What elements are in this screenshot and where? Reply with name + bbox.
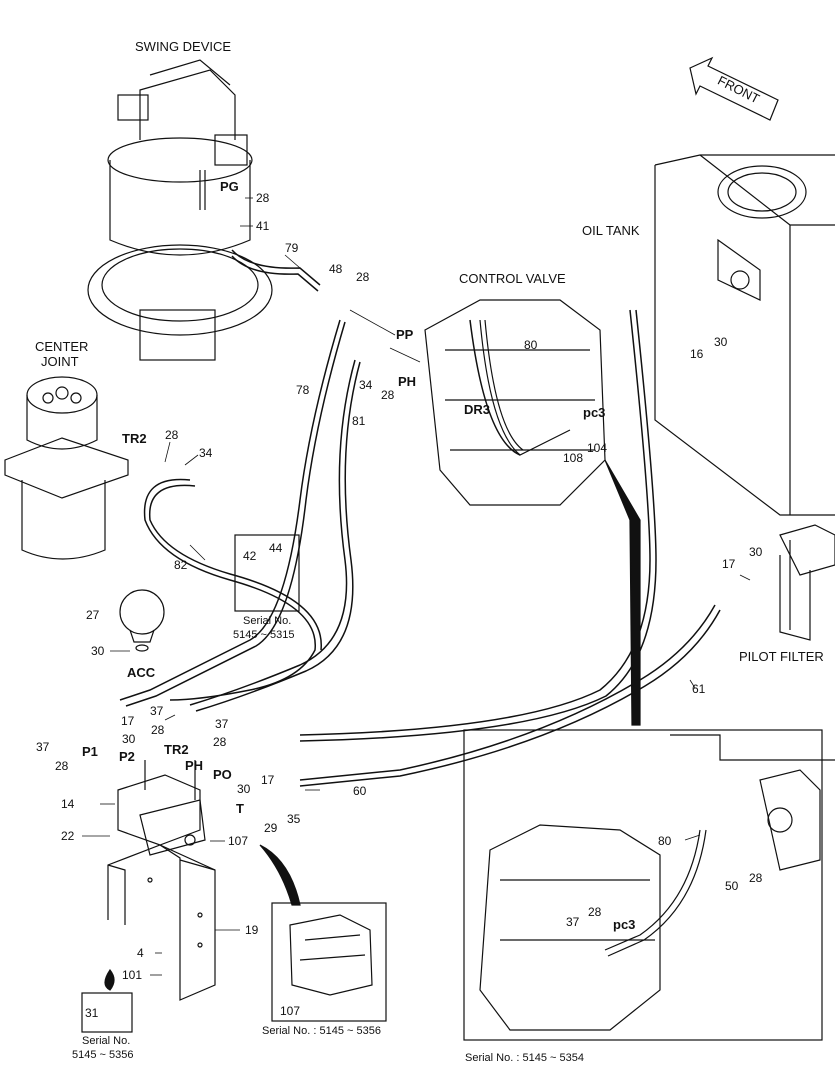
part-41: 41 xyxy=(256,219,270,233)
part-61: 61 xyxy=(692,682,706,696)
valve-serial-note: Serial No. : 5145 ~ 5356 xyxy=(262,1025,381,1037)
part-17: 17 xyxy=(121,714,135,728)
part-16: 16 xyxy=(690,347,704,361)
bolt-serial-range: 5145 ~ 5356 xyxy=(72,1049,134,1061)
bolt-serial-frame xyxy=(81,992,133,1033)
accumulator-drawing xyxy=(119,589,165,652)
part-35: 35 xyxy=(287,812,301,826)
part-30: 30 xyxy=(91,644,105,658)
port-tr2-center-joint: TR2 xyxy=(122,431,147,446)
part-28: 28 xyxy=(256,191,270,205)
part-28: 28 xyxy=(151,723,165,737)
port-pc3: pc3 xyxy=(583,405,606,420)
part-28: 28 xyxy=(55,759,69,773)
part-34: 34 xyxy=(359,378,373,392)
center-joint-title-line1: CENTER xyxy=(35,339,89,354)
bolt-serial-label: Serial No. xyxy=(82,1035,131,1047)
part-27: 27 xyxy=(86,608,100,622)
part-107: 107 xyxy=(280,1004,301,1018)
part-79: 79 xyxy=(285,241,299,255)
port-ph: PH xyxy=(398,374,417,389)
pilot-filter-title: PILOT FILTER xyxy=(739,649,824,664)
inset-serial-note: Serial No. : 5145 ~ 5354 xyxy=(465,1052,584,1064)
inset-block-drawing xyxy=(289,914,373,996)
part-81: 81 xyxy=(352,414,366,428)
part-34: 34 xyxy=(199,446,213,460)
swing-device-drawing xyxy=(87,59,273,361)
front-arrow-icon xyxy=(689,56,779,121)
part-28: 28 xyxy=(213,735,227,749)
part-28: 28 xyxy=(165,428,179,442)
part-107: 107 xyxy=(228,834,249,848)
part-108: 108 xyxy=(563,451,584,465)
part-17: 17 xyxy=(722,557,736,571)
port-pg: PG xyxy=(220,179,239,194)
part-37: 37 xyxy=(215,717,229,731)
part-60: 60 xyxy=(353,784,367,798)
part-101: 101 xyxy=(122,968,143,982)
part-28: 28 xyxy=(588,905,602,919)
part-28: 28 xyxy=(356,270,370,284)
part-22: 22 xyxy=(61,829,75,843)
inset-valve-drawing xyxy=(479,734,835,1031)
inset-valve-block-frame xyxy=(271,902,387,1022)
solenoid-valve-block-drawing xyxy=(117,760,206,856)
clamp-serial-range: 5145 ~ 5315 xyxy=(233,629,295,641)
part-37: 37 xyxy=(566,915,580,929)
part-17: 17 xyxy=(261,773,275,787)
part-80: 80 xyxy=(658,834,672,848)
port-acc: ACC xyxy=(127,665,156,680)
part-29: 29 xyxy=(264,821,278,835)
part-37: 37 xyxy=(150,704,164,718)
port-tr2: TR2 xyxy=(164,742,189,757)
part-80: 80 xyxy=(524,338,538,352)
part-44: 44 xyxy=(269,541,283,555)
center-joint-drawing xyxy=(4,376,129,560)
clamp-serial-frame xyxy=(234,534,300,612)
control-valve-title: CONTROL VALVE xyxy=(459,271,566,286)
port-p2: P2 xyxy=(119,749,135,764)
port-pp: PP xyxy=(396,327,414,342)
part-28: 28 xyxy=(381,388,395,402)
part-30: 30 xyxy=(714,335,728,349)
part-48: 48 xyxy=(329,262,343,276)
pilot-filter-drawing xyxy=(779,524,835,641)
inset-control-valve-frame xyxy=(463,729,823,1041)
part-104: 104 xyxy=(587,441,608,455)
port-ph-block: PH xyxy=(185,758,204,773)
oil-tank-drawing xyxy=(654,154,835,516)
leader-lines xyxy=(82,197,751,976)
control-valve-drawing xyxy=(424,299,606,506)
part-28: 28 xyxy=(749,871,763,885)
part-30: 30 xyxy=(122,732,136,746)
part-42: 42 xyxy=(243,549,257,563)
swing-device-title: SWING DEVICE xyxy=(135,39,232,54)
part-30: 30 xyxy=(749,545,763,559)
port-p1: P1 xyxy=(82,744,98,759)
part-4: 4 xyxy=(137,946,144,960)
clamp-serial-label: Serial No. xyxy=(243,615,292,627)
port-t: T xyxy=(236,801,244,816)
bracket-drawing xyxy=(107,844,216,1001)
part-30: 30 xyxy=(237,782,251,796)
part-19: 19 xyxy=(245,923,259,937)
oil-tank-title: OIL TANK xyxy=(582,223,640,238)
part-82: 82 xyxy=(174,558,188,572)
center-joint-title-line2: JOINT xyxy=(41,354,79,369)
part-50: 50 xyxy=(725,879,739,893)
port-po: PO xyxy=(213,767,232,782)
part-78: 78 xyxy=(296,383,310,397)
port-dr3: DR3 xyxy=(464,402,491,417)
part-14: 14 xyxy=(61,797,75,811)
part-31: 31 xyxy=(85,1006,99,1020)
part-37: 37 xyxy=(36,740,50,754)
port-pc3-inset: pc3 xyxy=(613,917,636,932)
